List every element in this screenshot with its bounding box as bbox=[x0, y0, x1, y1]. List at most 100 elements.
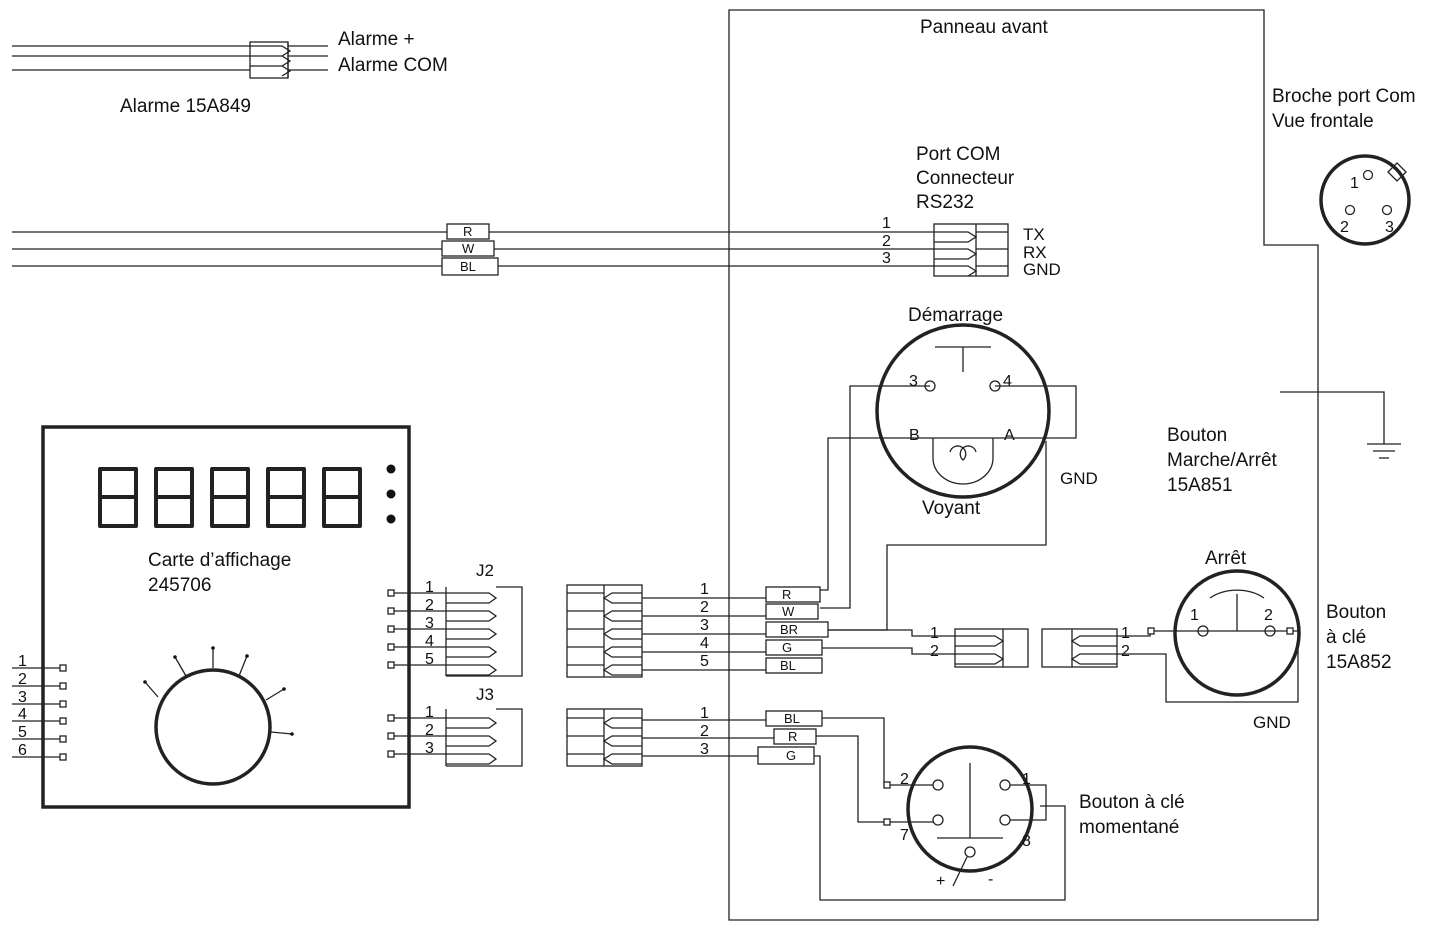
rx-label: RX bbox=[1023, 243, 1047, 262]
com-pin-2-label: 2 bbox=[1340, 219, 1349, 236]
digit-1 bbox=[98, 467, 138, 528]
j2h-pin-4-label: 4 bbox=[700, 635, 709, 652]
stop-button-body bbox=[1173, 569, 1301, 697]
j2-pin-5-label: 5 bbox=[425, 651, 434, 668]
stop-label: Arrêt bbox=[1205, 548, 1247, 569]
alarm-plus-label: Alarme + bbox=[338, 29, 415, 50]
momentary-key-body bbox=[906, 745, 1034, 873]
com-tag-r: R bbox=[463, 224, 472, 239]
start-pin-4-label: 4 bbox=[1003, 373, 1012, 390]
key-terminal-2 bbox=[932, 779, 944, 791]
rs232-connector bbox=[933, 223, 1009, 277]
j3-label: J3 bbox=[476, 685, 494, 704]
alarm-connector bbox=[249, 41, 292, 79]
indicator-dot-3 bbox=[386, 514, 396, 524]
key-pin-2-label: 2 bbox=[900, 771, 909, 788]
j2h-pin-5-label: 5 bbox=[700, 653, 709, 670]
stop-button: Arrêt 1 2 GND bbox=[1173, 548, 1301, 732]
momentary-label-1: Bouton à clé bbox=[1079, 792, 1185, 813]
j2-tag-w: W bbox=[782, 604, 795, 619]
j2-pin-4-label: 4 bbox=[425, 633, 434, 650]
stop-pin-1-label: 1 bbox=[1190, 607, 1199, 624]
com-pin-title-2: Vue frontale bbox=[1272, 111, 1374, 132]
indicator-dot-2 bbox=[386, 489, 396, 499]
momentary-key-switch: 2 1 7 8 + - Bouton à clé momentané bbox=[883, 745, 1185, 890]
onoff-label-2: Marche/Arrêt bbox=[1167, 450, 1278, 471]
digit-4 bbox=[266, 467, 306, 528]
digit-2 bbox=[154, 467, 194, 528]
gnd-label-lamp: GND bbox=[1060, 469, 1098, 488]
com-port-pin-view: Broche port Com Vue frontale 1 2 3 bbox=[1272, 86, 1416, 246]
com-connector-face bbox=[1319, 154, 1411, 246]
key-terminal-common bbox=[964, 846, 976, 858]
j2-label: J2 bbox=[476, 561, 494, 580]
digit-3 bbox=[210, 467, 250, 528]
start-pin-3-label: 3 bbox=[909, 373, 918, 390]
com-wire-1-label: 1 bbox=[882, 215, 891, 232]
left-pin-6-label: 6 bbox=[18, 742, 27, 759]
key-terminal-8 bbox=[999, 814, 1011, 826]
left-pin-4-label: 4 bbox=[18, 706, 27, 723]
display-label-1: Carte d’affichage bbox=[148, 550, 291, 571]
j2-harness: 1 2 3 4 5 R W BR G BL bbox=[566, 581, 955, 678]
com-pin-1-label: 1 bbox=[1350, 175, 1359, 192]
j2-tag-r: R bbox=[782, 587, 791, 602]
alarm-part-label: Alarme 15A849 bbox=[120, 96, 251, 117]
j3-tag-r: R bbox=[788, 729, 797, 744]
display-left-pins: 1 2 3 4 5 6 bbox=[12, 653, 67, 761]
j2-connector: J2 1 2 3 4 5 bbox=[387, 561, 523, 677]
key-plus-label: + bbox=[936, 873, 945, 890]
key-label-1: Bouton bbox=[1326, 602, 1386, 623]
j2h-pin-3-label: 3 bbox=[700, 617, 709, 634]
j3-pin-2-label: 2 bbox=[425, 722, 434, 739]
com-tag-w: W bbox=[462, 241, 475, 256]
gnd-label-stop: GND bbox=[1253, 713, 1291, 732]
start-pin-b-label: B bbox=[909, 427, 920, 444]
j3-pin-3-label: 3 bbox=[425, 740, 434, 757]
j2-tag-bl: BL bbox=[780, 658, 796, 673]
alarm-com-label: Alarme COM bbox=[338, 55, 448, 76]
j2h-pin-2-label: 2 bbox=[700, 599, 709, 616]
onoff-label-1: Bouton bbox=[1167, 425, 1227, 446]
j2-tag-g: G bbox=[782, 640, 792, 655]
gnd-label-com: GND bbox=[1023, 260, 1061, 279]
start-button: Démarrage 3 4 B A Voyant GND bbox=[820, 305, 1098, 631]
j3-connector: J3 1 2 3 bbox=[387, 685, 523, 767]
j3-pin-1-label: 1 bbox=[425, 704, 434, 721]
j2-pin-1-label: 1 bbox=[425, 579, 434, 596]
key-label-2: à clé bbox=[1326, 627, 1366, 648]
com-wire-3-label: 3 bbox=[882, 250, 891, 267]
tx-label: TX bbox=[1023, 225, 1045, 244]
left-pin-5-label: 5 bbox=[18, 724, 27, 741]
stop-pin-2-label: 2 bbox=[1264, 607, 1273, 624]
key-label-3: 15A852 bbox=[1326, 652, 1392, 673]
com-pin-title-1: Broche port Com bbox=[1272, 86, 1416, 107]
com-tag-bl: BL bbox=[460, 259, 476, 274]
com-pin-3 bbox=[1381, 204, 1393, 216]
ground-icon bbox=[1280, 391, 1401, 459]
seven-segment-display bbox=[98, 464, 396, 528]
onoff-connector-pair: 1 2 1 2 bbox=[930, 625, 1299, 703]
onoff-label-3: 15A851 bbox=[1167, 475, 1233, 496]
left-pin-2-label: 2 bbox=[18, 671, 27, 688]
start-pin-a-label: A bbox=[1004, 427, 1015, 444]
com-wire-2-label: 2 bbox=[882, 233, 891, 250]
j3h-pin-1-label: 1 bbox=[700, 705, 709, 722]
key-pin-7-label: 7 bbox=[900, 827, 909, 844]
key-pin-1-label: 1 bbox=[1022, 771, 1031, 788]
com-key-icon bbox=[1387, 162, 1407, 182]
key-minus-label: - bbox=[988, 871, 993, 888]
j3-tag-bl: BL bbox=[784, 711, 800, 726]
j3-tag-g: G bbox=[786, 748, 796, 763]
lamp-label: Voyant bbox=[922, 498, 981, 519]
key-terminal-7 bbox=[932, 814, 944, 826]
alarm-harness: Alarme + Alarme COM Alarme 15A849 bbox=[12, 29, 448, 117]
j2-tag-br: BR bbox=[780, 622, 798, 637]
onoff-l-pin-2-label: 2 bbox=[930, 643, 939, 660]
digit-5 bbox=[322, 467, 362, 528]
j2-pin-3-label: 3 bbox=[425, 615, 434, 632]
onoff-l-pin-1-label: 1 bbox=[930, 625, 939, 642]
j3h-pin-2-label: 2 bbox=[700, 723, 709, 740]
indicator-dot-1 bbox=[386, 464, 396, 474]
